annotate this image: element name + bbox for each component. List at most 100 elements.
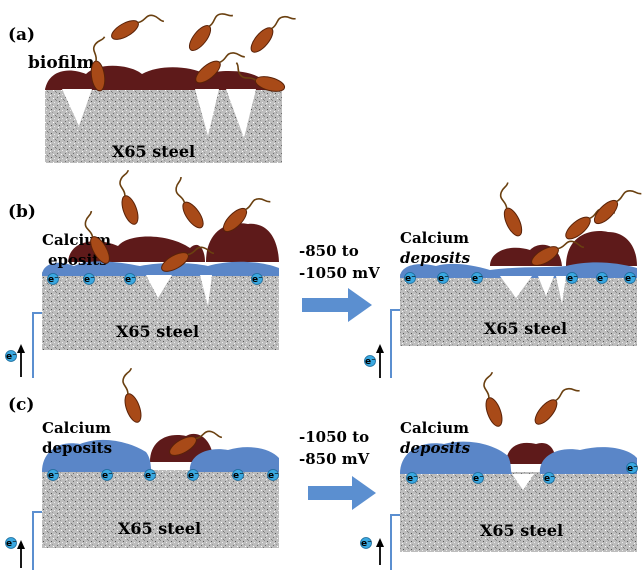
electron: e⁻ xyxy=(472,472,484,484)
bacterium xyxy=(246,5,297,61)
deposit-c-left xyxy=(42,439,152,472)
electron: e⁻ xyxy=(364,355,376,367)
steel-label-b-right: X65 steel xyxy=(484,319,567,338)
electron: e⁻ xyxy=(83,273,95,285)
panel-c-left: Calcium deposits X65 steel e⁻ e⁻ e⁻ e⁻ e… xyxy=(5,367,279,570)
svg-text:e⁻: e⁻ xyxy=(102,471,113,481)
electron-arrow-c-right-head xyxy=(376,538,384,547)
arrow-label-b-2: -1050 mV xyxy=(299,264,380,282)
svg-text:e⁻: e⁻ xyxy=(6,539,17,549)
bacterium xyxy=(113,367,151,426)
deposit-label-b-left-2: eposits xyxy=(48,251,108,269)
wire-c-left xyxy=(32,511,42,570)
wire-b-left xyxy=(32,312,42,378)
electron: e⁻ xyxy=(626,462,638,474)
bacterium xyxy=(110,169,148,228)
biofilm-c-right xyxy=(506,442,556,464)
electron-arrow-b-left-head xyxy=(17,344,25,353)
deposit-c-right-2 xyxy=(539,447,637,474)
pit-b-right-3 xyxy=(556,276,566,304)
deposit-c-right xyxy=(400,441,512,474)
bacterium xyxy=(165,176,213,232)
electron: e⁻ xyxy=(543,472,555,484)
bacterium xyxy=(490,181,532,240)
biofilm-b-left-2 xyxy=(206,223,279,262)
svg-text:e⁻: e⁻ xyxy=(188,471,199,481)
svg-text:e⁻: e⁻ xyxy=(233,471,244,481)
electron: e⁻ xyxy=(624,272,636,284)
svg-text:e⁻: e⁻ xyxy=(365,357,376,367)
electron: e⁻ xyxy=(251,273,263,285)
pit-a-3 xyxy=(226,89,256,138)
panel-a-label: (a) xyxy=(8,25,35,45)
deposit-label-c-right-1: Calcium xyxy=(400,419,469,437)
steel-block-c-left xyxy=(42,470,279,548)
svg-text:e⁻: e⁻ xyxy=(361,539,372,549)
electron: e⁻ xyxy=(437,272,449,284)
electron: e⁻ xyxy=(101,469,113,481)
svg-text:e⁻: e⁻ xyxy=(407,474,418,484)
svg-text:e⁻: e⁻ xyxy=(627,464,638,474)
bacterium xyxy=(107,4,165,49)
deposit-label-b-right-1: Calcium xyxy=(400,229,469,247)
steel-block-c-right xyxy=(400,472,637,552)
arrow-label-c-1: -1050 to xyxy=(299,428,369,446)
wire-c-right xyxy=(390,514,400,570)
bacterium xyxy=(474,371,512,430)
svg-text:e⁻: e⁻ xyxy=(268,471,279,481)
svg-text:e⁻: e⁻ xyxy=(597,274,608,284)
electron: e⁻ xyxy=(267,469,279,481)
deposit-b-left xyxy=(42,261,279,276)
steel-label-a: X65 steel xyxy=(112,142,195,161)
panel-b-label: (b) xyxy=(8,202,36,222)
electron: e⁻ xyxy=(5,350,17,362)
electron: e⁻ xyxy=(232,469,244,481)
deposit-label-c-right-2: deposits xyxy=(400,439,471,457)
svg-text:e⁻: e⁻ xyxy=(145,471,156,481)
electron: e⁻ xyxy=(360,537,372,549)
svg-text:e⁻: e⁻ xyxy=(544,474,555,484)
deposit-b-right xyxy=(400,262,637,278)
transition-arrow-c xyxy=(308,476,376,510)
pit-b-right-2 xyxy=(538,276,554,296)
svg-text:e⁻: e⁻ xyxy=(6,352,17,362)
wire-b-right xyxy=(390,309,400,378)
panel-b: (b) Calcium eposits X65 steel e⁻ e⁻ e⁻ e… xyxy=(5,169,642,378)
panel-c-label: (c) xyxy=(8,395,34,415)
electron: e⁻ xyxy=(471,272,483,284)
svg-text:e⁻: e⁻ xyxy=(252,275,263,285)
biofilm-label: biofilm xyxy=(28,53,95,73)
svg-text:e⁻: e⁻ xyxy=(438,274,449,284)
biofilm-b-right-2 xyxy=(566,231,637,266)
electron: e⁻ xyxy=(596,272,608,284)
bacterium xyxy=(530,377,581,433)
electron-arrow-b-right-head xyxy=(376,344,384,353)
electron: e⁻ xyxy=(5,537,17,549)
panel-a: (a) biofilm X65 steel xyxy=(8,3,297,163)
panel-b-right: Calcium deposits X65 steel e⁻ e⁻ e⁻ e⁻ e… xyxy=(364,179,642,378)
panel-c: (c) Calcium deposits X65 steel e⁻ e⁻ e⁻ … xyxy=(5,367,638,570)
pit-a-2 xyxy=(195,89,219,136)
panel-c-right: Calcium deposits X65 steel e⁻ e⁻ e⁻ e⁻ e… xyxy=(360,371,638,570)
deposit-label-c-left-2: deposits xyxy=(42,439,112,457)
svg-text:e⁻: e⁻ xyxy=(405,274,416,284)
pit-b-left-1 xyxy=(146,275,172,298)
svg-text:e⁻: e⁻ xyxy=(472,274,483,284)
svg-text:e⁻: e⁻ xyxy=(567,274,578,284)
deposit-label-c-left-1: Calcium xyxy=(42,419,111,437)
svg-text:e⁻: e⁻ xyxy=(48,471,59,481)
bacterium xyxy=(589,179,642,232)
electron: e⁻ xyxy=(47,273,59,285)
pit-b-right-1 xyxy=(500,276,532,298)
svg-text:e⁻: e⁻ xyxy=(125,275,136,285)
svg-text:e⁻: e⁻ xyxy=(473,474,484,484)
electron: e⁻ xyxy=(406,472,418,484)
electron: e⁻ xyxy=(144,469,156,481)
deposit-c-left-2 xyxy=(189,447,279,472)
steel-label-c-right: X65 steel xyxy=(480,521,563,540)
electron-arrow-c-left-head xyxy=(17,540,25,549)
arrow-label-c-2: -850 mV xyxy=(299,450,370,468)
transition-arrow-b xyxy=(302,288,372,322)
pit-c-right xyxy=(512,474,534,490)
